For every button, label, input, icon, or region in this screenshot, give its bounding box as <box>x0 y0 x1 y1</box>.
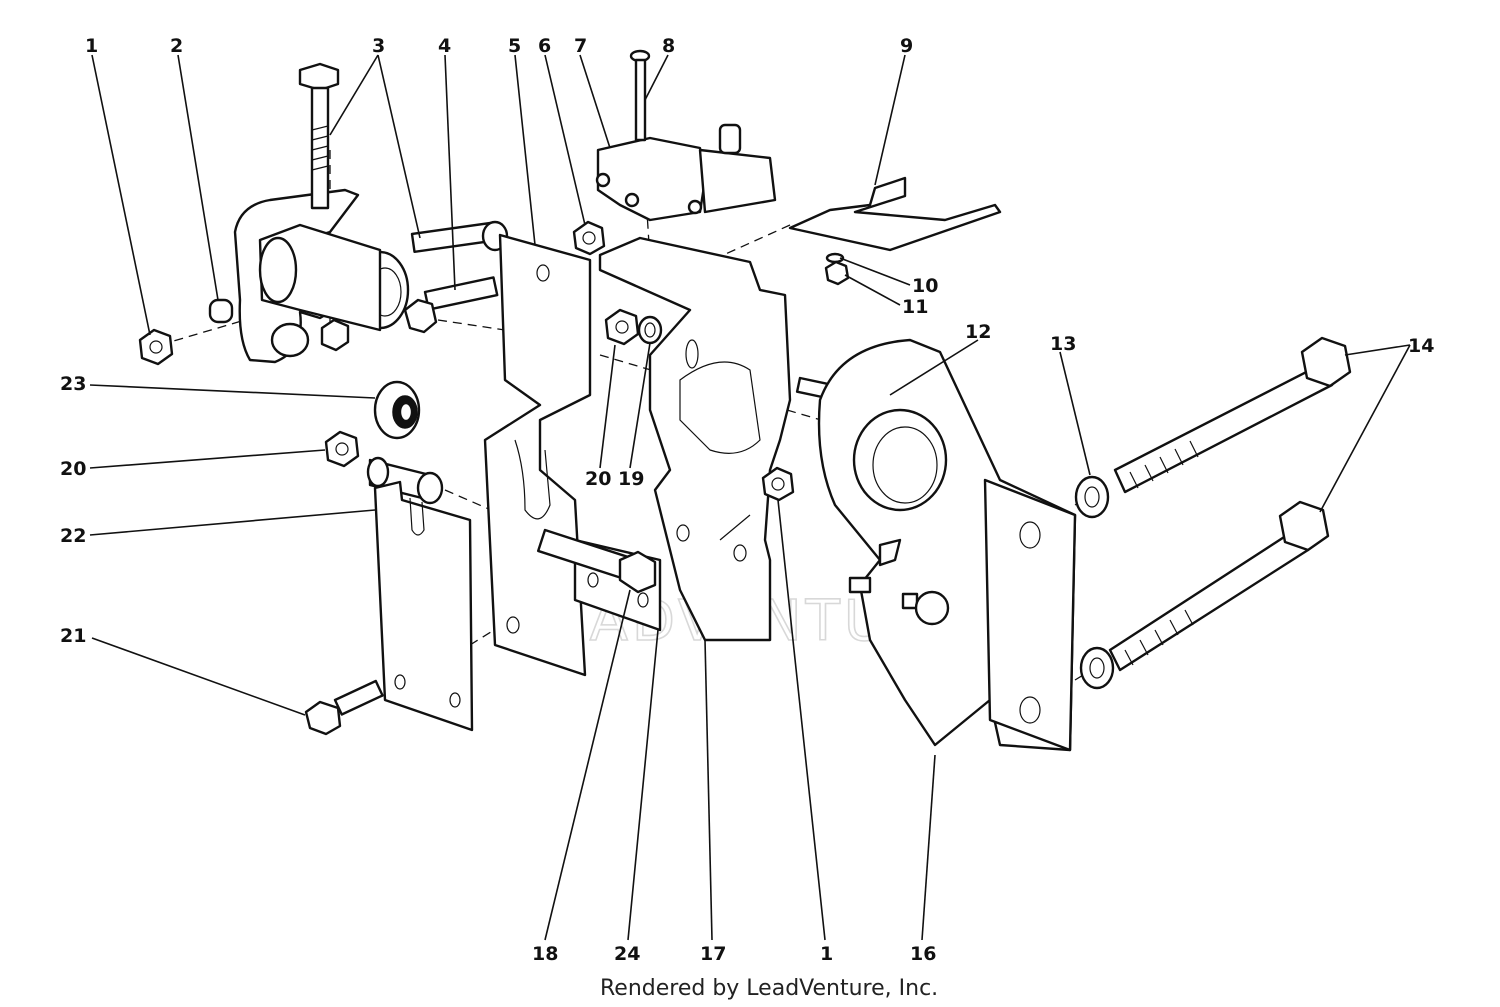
part-11-nut <box>824 260 850 286</box>
label-24: 24 <box>614 943 640 965</box>
label-10: 10 <box>912 275 938 297</box>
part-14-long-bolt-upper <box>1113 336 1352 494</box>
label-6: 6 <box>538 35 551 57</box>
label-20-left: 20 <box>60 458 86 480</box>
leader-lines <box>89 54 1411 941</box>
label-17: 17 <box>700 943 726 965</box>
part-1-nut-left <box>138 328 174 366</box>
part-22-plate <box>373 480 474 732</box>
part-7-switch <box>595 123 777 222</box>
part-6-nut <box>572 220 606 256</box>
part-20-nut-center <box>604 308 640 346</box>
label-3: 3 <box>372 35 385 57</box>
part-21-bolt <box>304 679 384 736</box>
part-8-screw <box>629 49 651 142</box>
part-14-long-bolt-lower <box>1108 500 1330 672</box>
label-13: 13 <box>1050 333 1076 355</box>
part-17-main-plate <box>598 236 792 642</box>
label-5: 5 <box>508 35 521 57</box>
footer-credit: Rendered by LeadVenture, Inc. <box>600 976 938 1001</box>
part-5-plate <box>483 233 592 677</box>
label-18: 18 <box>532 943 558 965</box>
part-9-actuator-plate <box>788 176 1002 252</box>
callout-labels: 1 2 3 4 5 6 7 8 9 10 11 12 13 14 23 20 2… <box>60 35 1434 965</box>
part-19-washer <box>637 315 663 345</box>
part-4-bolt <box>403 276 499 334</box>
label-21: 21 <box>60 625 86 647</box>
label-23: 23 <box>60 373 86 395</box>
part-3-bolt-horizontal <box>410 220 509 254</box>
label-9: 9 <box>900 35 913 57</box>
part-13-washer-lower <box>1079 646 1115 690</box>
label-1: 1 <box>85 35 98 57</box>
label-11: 11 <box>902 296 928 318</box>
label-12: 12 <box>965 321 991 343</box>
label-22: 22 <box>60 525 86 547</box>
part-1-nut-right <box>761 466 795 502</box>
label-16: 16 <box>910 943 936 965</box>
label-4: 4 <box>438 35 451 57</box>
label-8: 8 <box>662 35 675 57</box>
part-2-clevis-bracket <box>208 188 410 364</box>
part-18-bolt <box>537 528 657 594</box>
label-7: 7 <box>574 35 587 57</box>
label-1-bottom: 1 <box>820 943 833 965</box>
label-2: 2 <box>170 35 183 57</box>
part-16-bearing-bracket <box>817 338 1077 752</box>
part-23-bearing <box>373 380 421 440</box>
label-19: 19 <box>618 468 644 490</box>
part-3-bolt-vertical <box>298 62 340 210</box>
label-14: 14 <box>1408 335 1434 357</box>
nut-under-bracket <box>320 318 350 352</box>
label-20-center: 20 <box>585 468 611 490</box>
part-20-nut-left <box>324 430 360 468</box>
spacer-roller <box>366 456 444 505</box>
part-13-washer-upper <box>1074 475 1110 519</box>
